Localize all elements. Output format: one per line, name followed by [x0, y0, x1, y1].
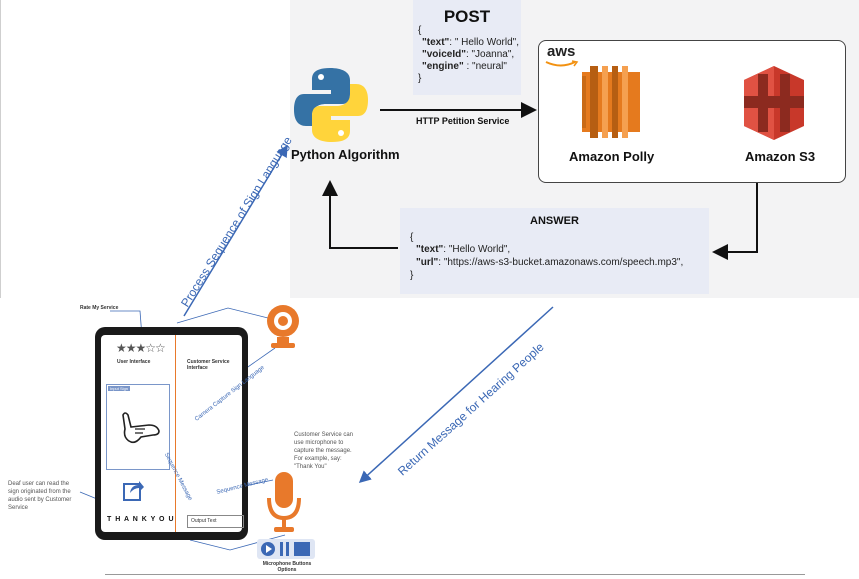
amazon-polly-icon — [582, 66, 640, 138]
process-sequence-arrow — [183, 144, 288, 317]
webcam-connector — [176, 307, 269, 324]
customer-service-note: Customer Service can use microphone to c… — [294, 432, 354, 470]
amazon-s3-label: Amazon S3 — [745, 149, 816, 164]
rating-stars[interactable]: ★★★☆☆ — [116, 341, 166, 355]
post-line-engine: "engine" : "neural" — [422, 61, 507, 72]
tablet-screen: ★★★☆☆ User Interface Customer Service In… — [101, 335, 244, 532]
answer-open-brace: { — [410, 232, 414, 243]
post-request-box: POST { "text": " Hello World", "voiceId"… — [413, 0, 521, 95]
answer-line-url: "url": "https://aws-s3-bucket.amazonaws.… — [416, 257, 684, 268]
webcam-icon — [267, 305, 299, 348]
deaf-user-note: Deaf user can read the sign originated f… — [8, 481, 72, 511]
stop-button-icon[interactable] — [294, 542, 310, 556]
post-line-text: "text": " Hello World", — [422, 37, 519, 48]
share-icon[interactable] — [123, 479, 145, 501]
rate-my-service-label: Rate My Service — [80, 305, 119, 311]
return-message-arrow — [358, 306, 554, 484]
aws-logo: aws — [547, 43, 576, 60]
interface-divider — [175, 335, 176, 532]
s3-answer-arrow — [712, 182, 758, 260]
customer-interface-label: Customer Service Interface — [187, 359, 230, 371]
tablet-device: ★★★☆☆ User Interface Customer Service In… — [95, 327, 248, 540]
microphone-buttons-label: Microphone Buttons Options — [262, 561, 312, 573]
input-sign-frame[interactable]: Input Sign — [106, 384, 170, 470]
thank-you-sign-text: T H A N K Y O U — [107, 516, 175, 523]
play-button-icon[interactable] — [260, 541, 276, 557]
answer-response-box: ANSWER { "text": "Hello World", "url": "… — [400, 208, 709, 294]
http-petition-label: HTTP Petition Service — [416, 116, 510, 126]
pause-bar-icon-2[interactable] — [286, 542, 289, 556]
answer-close-brace: } — [410, 270, 414, 281]
aws-smile-icon — [545, 60, 579, 67]
left-border-line — [0, 0, 1, 298]
pause-bar-icon[interactable] — [280, 542, 283, 556]
post-title: POST — [443, 7, 491, 26]
user-interface-label: User Interface — [117, 359, 151, 365]
python-algorithm-label: Python Algorithm — [291, 147, 400, 162]
answer-python-arrow — [322, 180, 398, 249]
microphone-buttons-group — [257, 539, 315, 559]
post-open-brace: { — [418, 25, 422, 36]
microphone-icon — [267, 472, 301, 532]
input-sign-tag: Input Sign — [108, 386, 131, 391]
post-line-voiceid: "voiceId": "Joanna", — [422, 49, 515, 60]
answer-title: ANSWER — [530, 215, 579, 227]
amazon-s3-icon — [744, 66, 804, 140]
output-text-field[interactable]: Output Text — [187, 515, 244, 528]
hand-sign-icon — [122, 412, 160, 444]
python-logo-icon — [294, 68, 368, 142]
amazon-polly-label: Amazon Polly — [569, 149, 655, 164]
bottom-border-line — [105, 574, 805, 575]
post-close-brace: } — [418, 73, 422, 84]
answer-line-text: "text": "Hello World", — [416, 244, 511, 255]
